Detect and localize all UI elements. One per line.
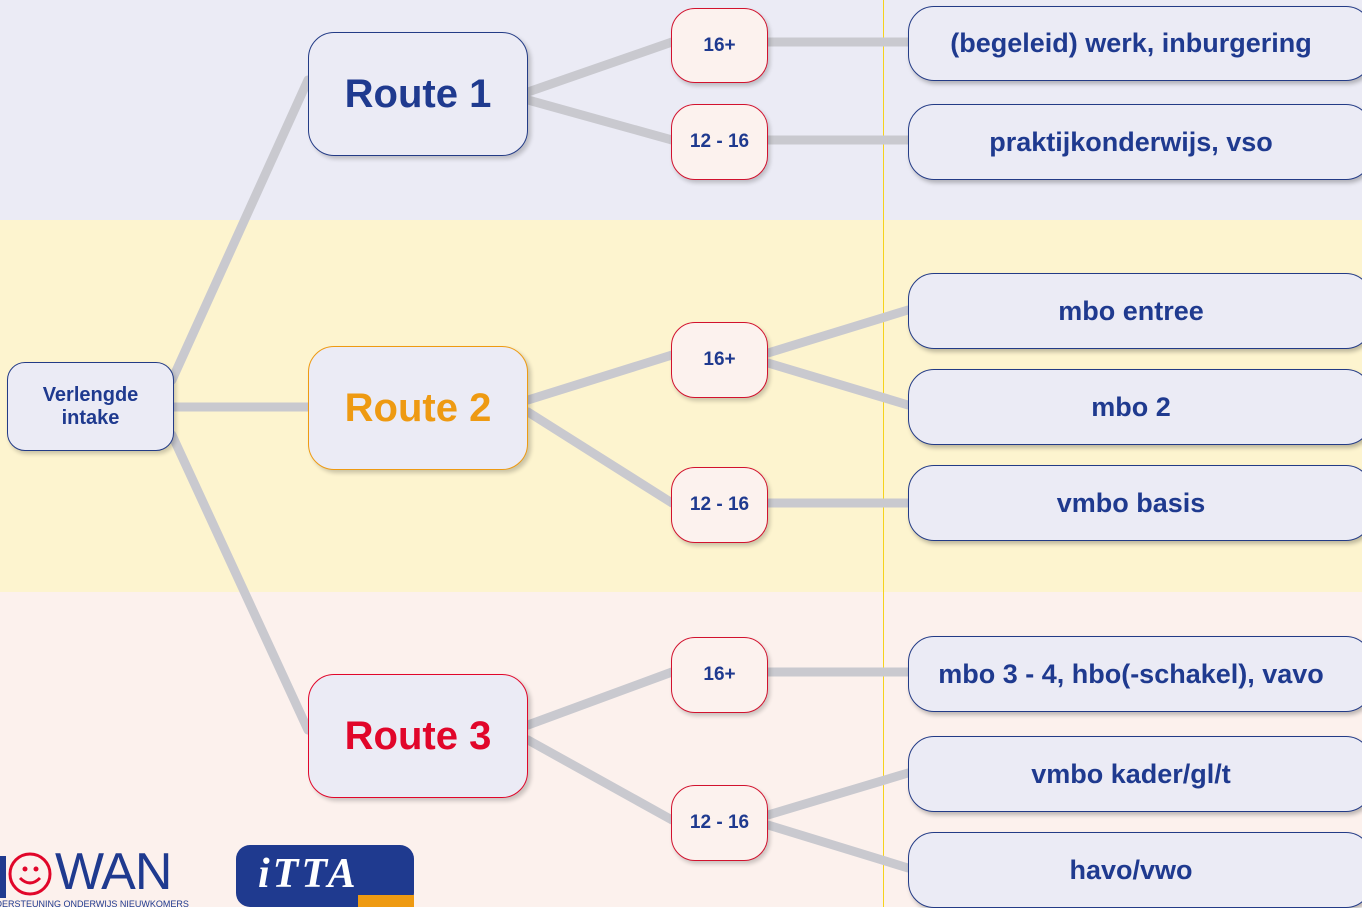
age-node-route3-16plus: 16+ bbox=[671, 637, 768, 713]
destination-mbo-entree: mbo entree bbox=[908, 273, 1362, 349]
itta-logo-name: iTTA bbox=[258, 851, 359, 897]
destination-havo-vwo: havo/vwo bbox=[908, 832, 1362, 908]
lowan-logo: WAN ONDERSTEUNING ONDERWIJS NIEUWKOMERS bbox=[0, 840, 210, 907]
lowan-logo-tagline: ONDERSTEUNING ONDERWIJS NIEUWKOMERS bbox=[0, 899, 189, 907]
lowan-logo-name: WAN bbox=[55, 843, 172, 901]
route-1-node: Route 1 bbox=[308, 32, 528, 156]
age-node-route3-12-16: 12 - 16 bbox=[671, 785, 768, 861]
destination-praktijkonderwijs-vso: praktijkonderwijs, vso bbox=[908, 104, 1362, 180]
start-node: Verlengde intake bbox=[7, 362, 174, 451]
column-divider bbox=[883, 0, 884, 907]
age-node-route1-12-16: 12 - 16 bbox=[671, 104, 768, 180]
destination-mbo-2: mbo 2 bbox=[908, 369, 1362, 445]
destination-vmbo-basis: vmbo basis bbox=[908, 465, 1362, 541]
itta-logo: iTTA bbox=[236, 845, 414, 907]
age-node-route2-12-16: 12 - 16 bbox=[671, 467, 768, 543]
age-node-route2-16plus: 16+ bbox=[671, 322, 768, 398]
route-2-node: Route 2 bbox=[308, 346, 528, 470]
destination-vmbo-kader: vmbo kader/gl/t bbox=[908, 736, 1362, 812]
age-node-route1-16plus: 16+ bbox=[671, 8, 768, 83]
destination-werk-inburgering: (begeleid) werk, inburgering bbox=[908, 6, 1362, 81]
route-3-node: Route 3 bbox=[308, 674, 528, 798]
destination-mbo-3-4-hbo-vavo: mbo 3 - 4, hbo(-schakel), vavo bbox=[908, 636, 1362, 712]
